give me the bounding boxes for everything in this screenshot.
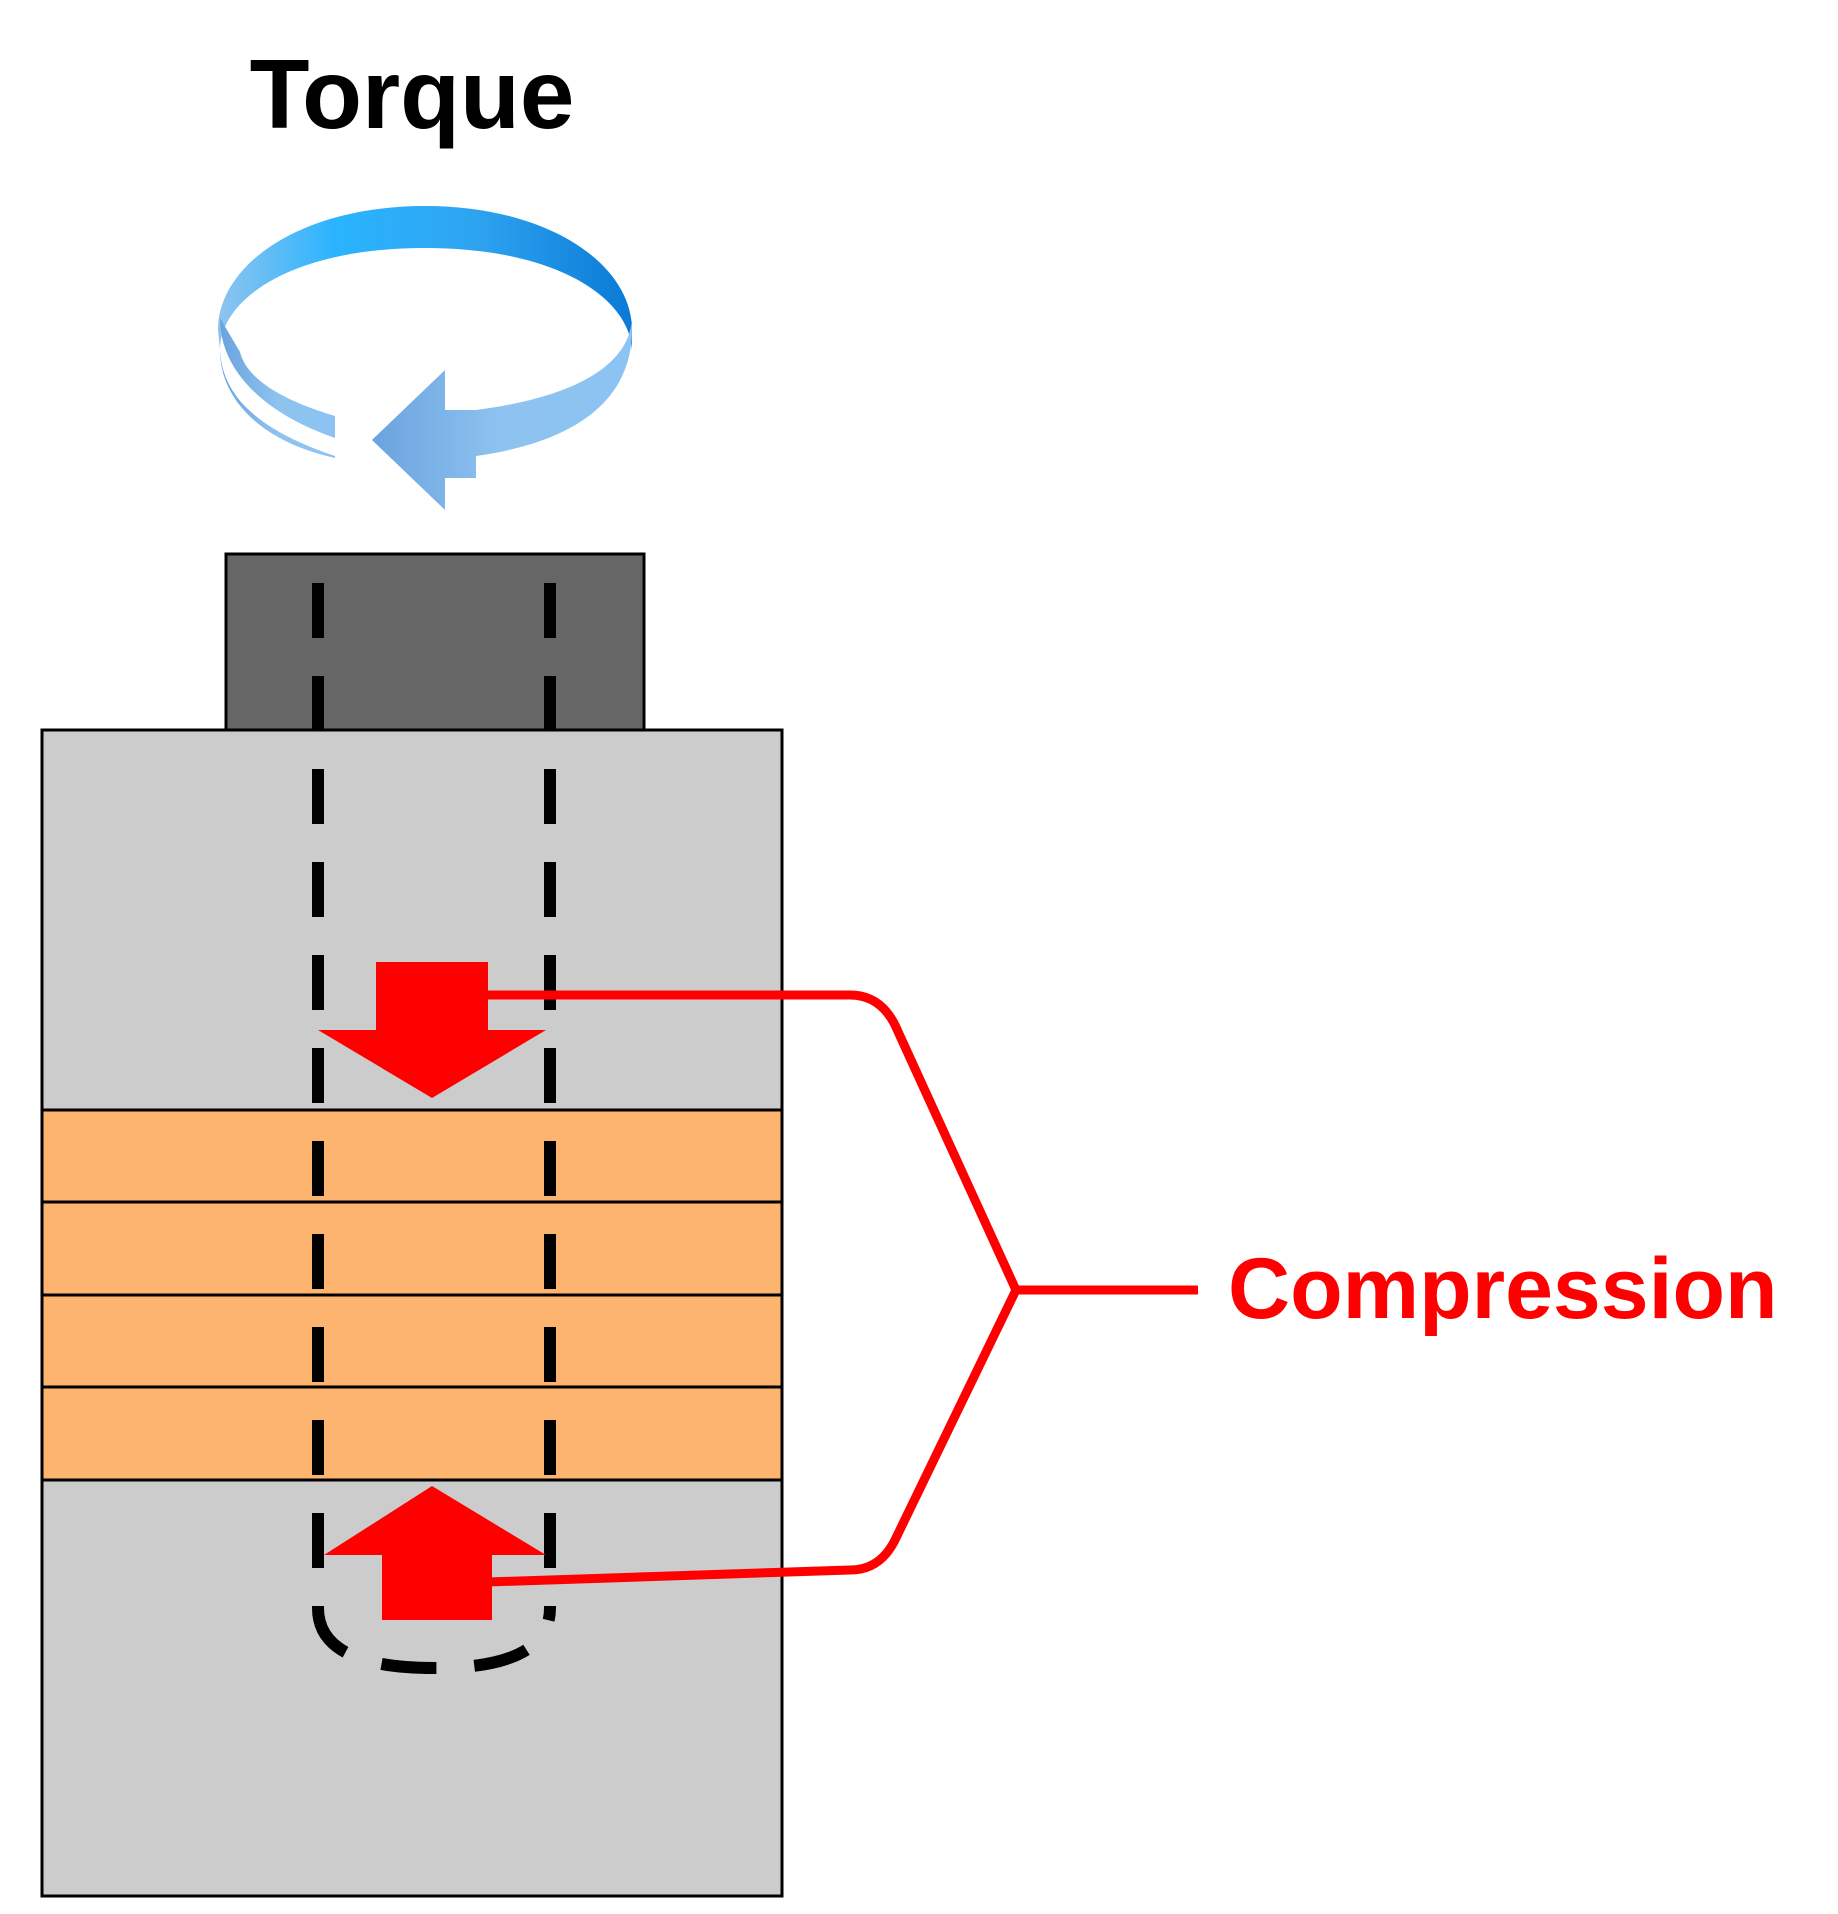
compression-label: Compression [1228,1241,1778,1337]
sheet-layer [40,1200,784,1297]
bracket-upper-line [488,990,1021,1292]
screw-head [224,552,646,732]
compression-bracket [487,990,1198,1587]
bracket-lower-line [487,1288,1021,1587]
sheet-stack [40,1108,784,1482]
sheet-layer [40,1385,784,1482]
rotation-ring-front-right [372,318,632,510]
down-arrow-shape [318,962,546,1098]
sheet-layer [40,1108,784,1204]
sheet-layer [40,1293,784,1389]
up-arrow-icon [324,1486,546,1620]
screw-shank-hidden-lines [312,583,556,1675]
down-arrow-icon [318,962,546,1098]
rotation-arrow-icon [218,206,632,510]
rotation-ring-back [218,206,632,350]
shank-tip-dashed-curve [312,1607,556,1675]
torque-label: Torque [250,39,575,149]
up-arrow-shape [324,1486,546,1620]
rotation-ring-front-left [220,318,335,458]
